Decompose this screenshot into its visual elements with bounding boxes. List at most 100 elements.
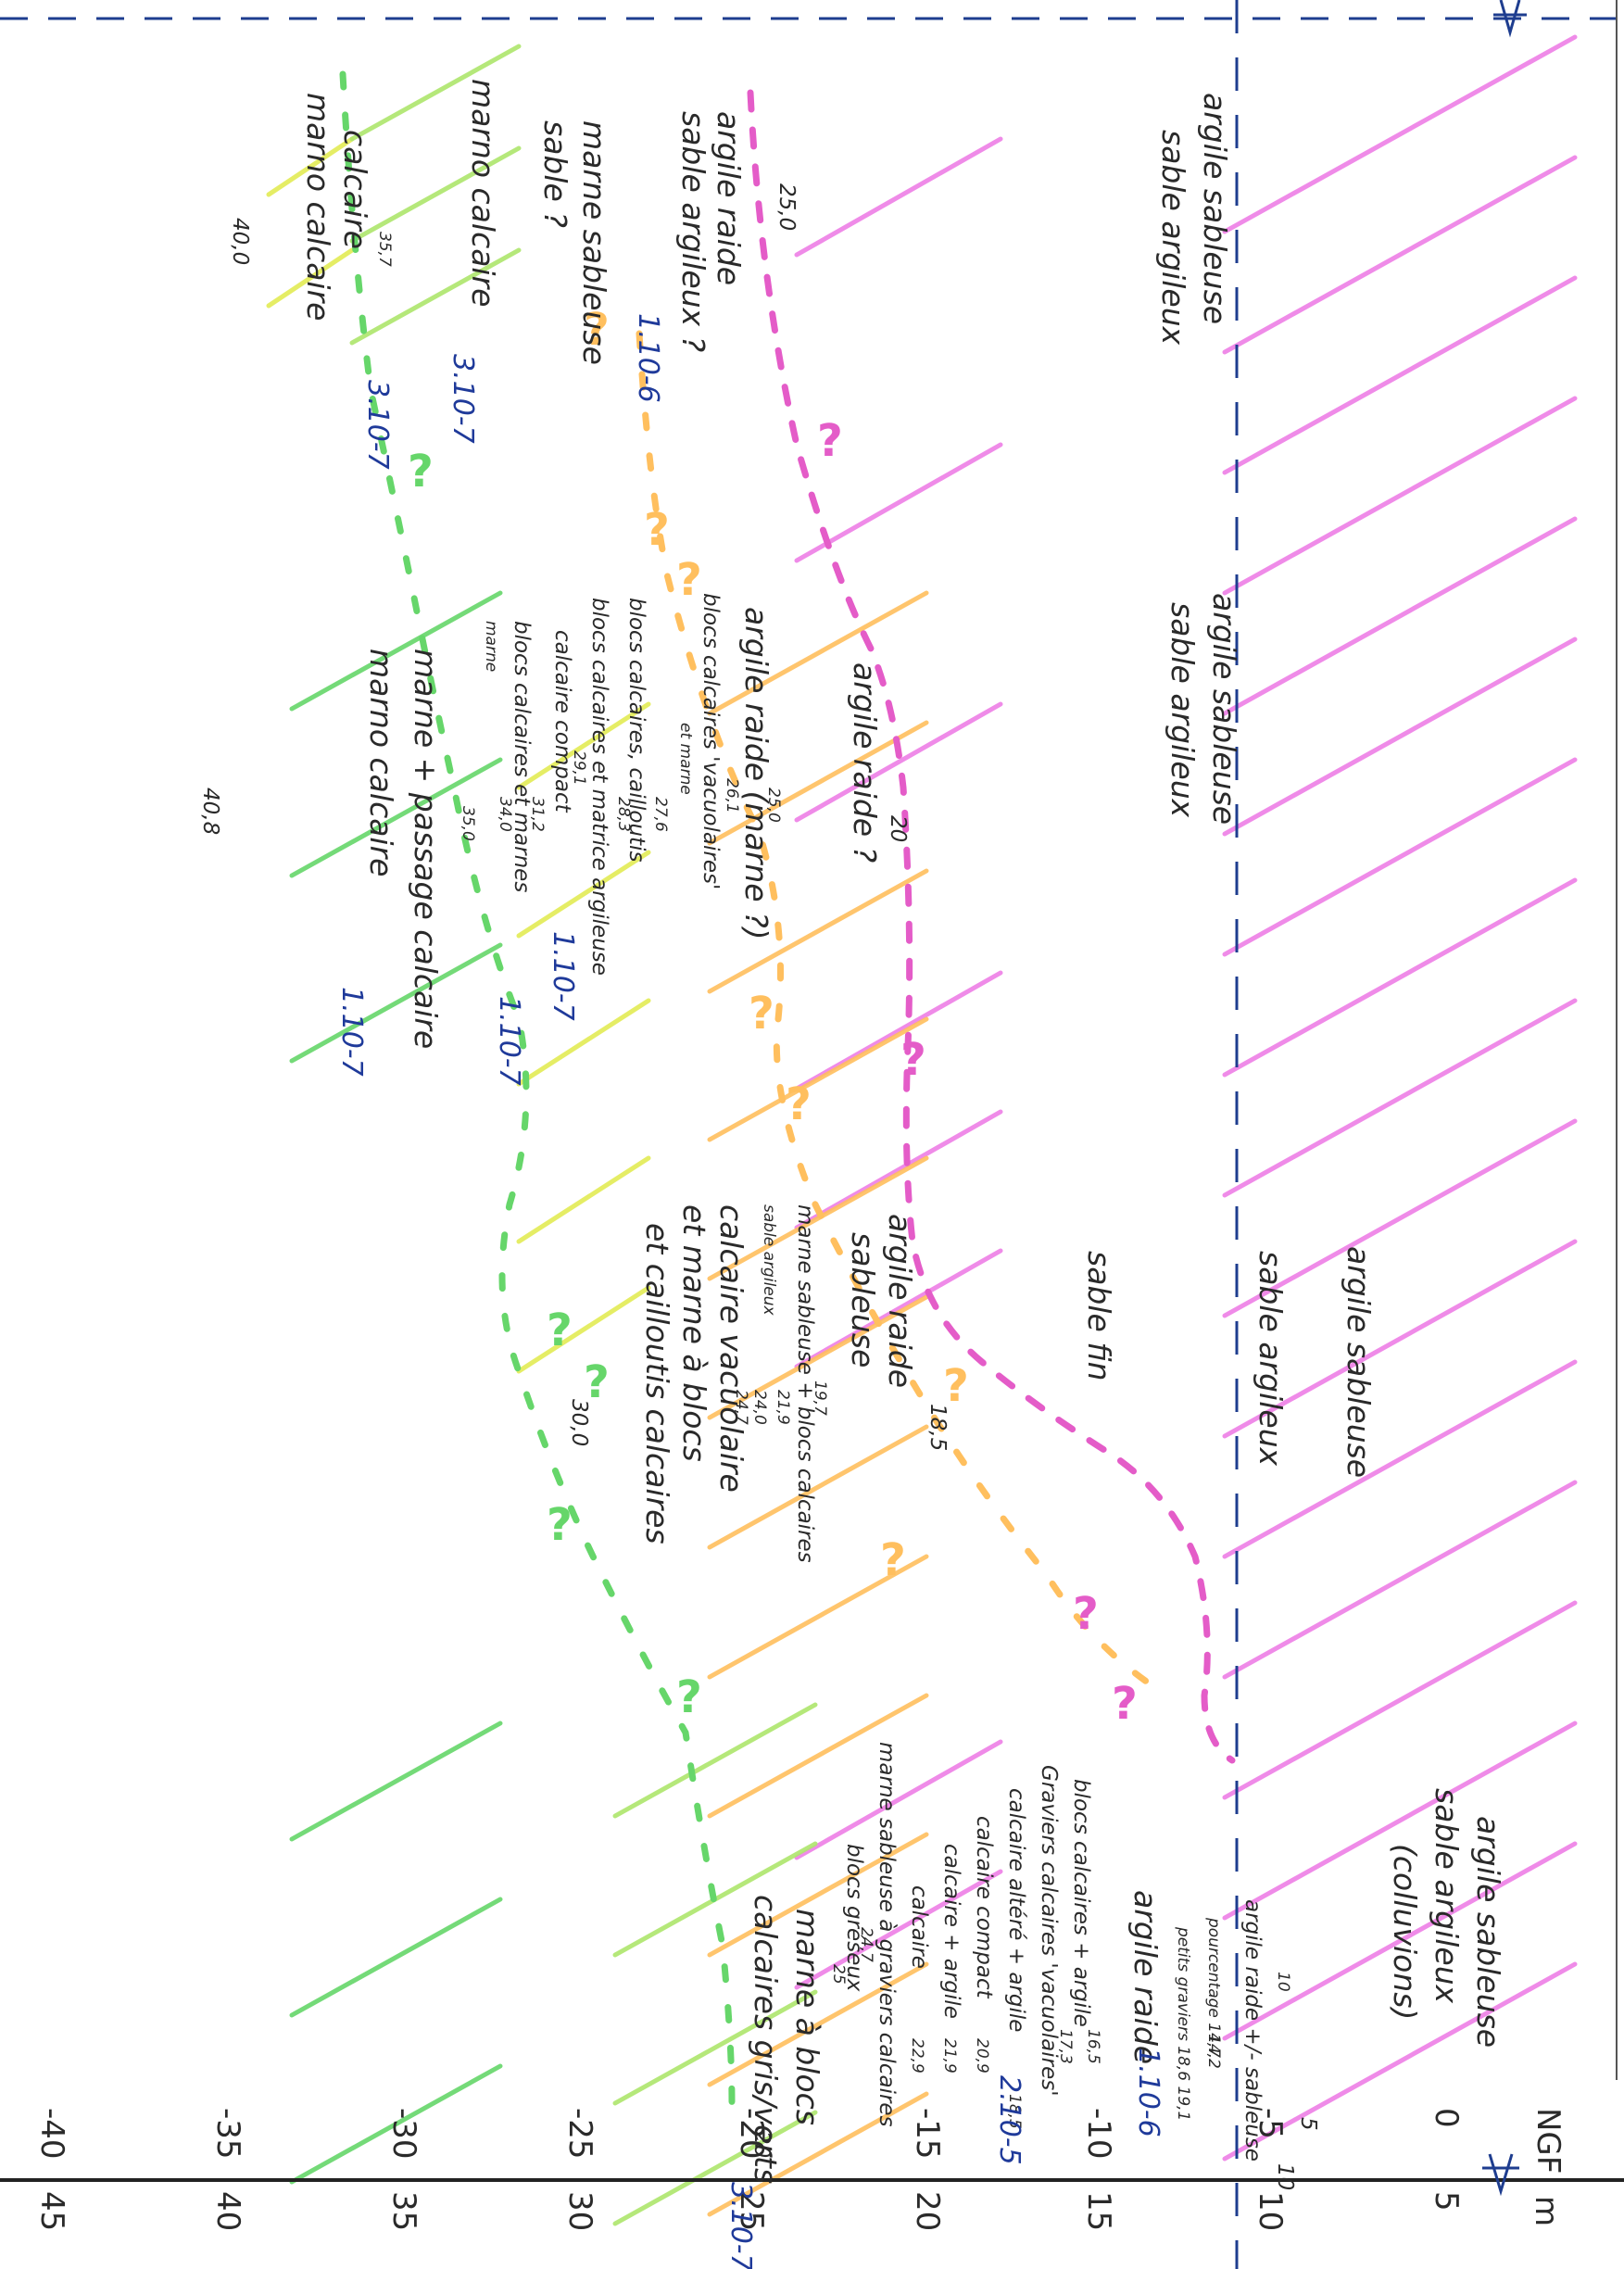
col1-top-small: 10 — [1274, 1972, 1292, 1992]
col1-label-0: argile sableuse — [1470, 1816, 1506, 2048]
col1-line-9: calcaire — [907, 1885, 931, 1969]
hatch-stroke — [349, 247, 522, 346]
col2-depth-top: 18,5 — [925, 1404, 950, 1451]
ngf-tick-label: -20 — [733, 2108, 770, 2160]
hatch-stroke — [707, 1294, 929, 1420]
col1-value-0: 5 — [1296, 2117, 1320, 2131]
hatch-stroke — [516, 1155, 651, 1244]
question-mark: ? — [547, 1305, 573, 1356]
col4-label-6: marno calcaire — [465, 79, 501, 307]
hatch-stroke — [1222, 1359, 1578, 1559]
col1-line-8: calcaire + argile — [939, 1844, 963, 2019]
col4-label-8: marno calcaire — [300, 93, 336, 321]
hatch-stroke — [1222, 1480, 1578, 1680]
col3-label-1: sable argileux — [1164, 602, 1201, 818]
column-3-annotations: argile sableuse sable argileux argile ra… — [198, 593, 1242, 1086]
column-2-annotations: argile sableuse sable argileux sable fin… — [567, 1204, 1377, 1563]
question-mark: ? — [900, 1034, 926, 1086]
col4-bottom: 40,0 — [228, 218, 252, 265]
col1-line-11: blocs gréseux — [842, 1844, 866, 1992]
hatch-stroke — [707, 1554, 929, 1680]
col4-depth: 25,0 — [774, 183, 799, 231]
question-mark: ? — [817, 415, 843, 467]
col3-line-0: argile raide (marne ?) — [738, 607, 774, 939]
ngf-tick-label: -10 — [1080, 2108, 1117, 2160]
col3-label-0: argile sableuse — [1206, 593, 1242, 825]
col2-line-2: calcaire vacuolaire — [713, 1204, 749, 1493]
question-mark: ? — [408, 446, 434, 498]
col1-line-13: calcaires gris/verts — [748, 1895, 784, 2184]
col1-top-depth: 10 — [1273, 2163, 1297, 2190]
col3-value-2: 27,6 — [651, 797, 670, 832]
question-mark: ? — [644, 504, 670, 556]
hatch-stroke — [1222, 877, 1578, 1078]
col2-value-2: 21,9 — [774, 1390, 792, 1425]
col1-line-2: petits graviers 18,6 19,1 — [1174, 1926, 1192, 2121]
col3-perm-1: 1.10-7 — [493, 996, 525, 1086]
col1-value-3: 17,3 — [1056, 2029, 1075, 2064]
col3-line-3: blocs calcaires, cailloutis — [624, 598, 648, 862]
col4-label-3: sable argileux ? — [675, 111, 711, 352]
col2-line-4: et cailloutis calcaires — [639, 1223, 675, 1544]
question-mark: ? — [1112, 1678, 1138, 1730]
col2-value-0: 19,7 — [811, 1380, 829, 1416]
question-mark: ? — [547, 1499, 573, 1551]
hatch-stroke — [707, 1155, 929, 1281]
hatch-stroke — [612, 1702, 818, 1819]
col4-value-0: 35,7 — [375, 232, 394, 267]
m-tick-label: 15 — [1080, 2191, 1117, 2231]
hatch-stroke — [289, 590, 503, 712]
m-tick-label: 30 — [561, 2191, 598, 2231]
col1-line-12: marne à blocs — [789, 1909, 825, 2125]
m-tick-label: 35 — [385, 2191, 422, 2231]
col2-value-1: 24,0 — [750, 1390, 769, 1425]
col4-perm-1: 3.10-7 — [447, 354, 479, 444]
m-tick-label: 25 — [733, 2191, 770, 2231]
col1-value-8: 24,7 — [857, 1927, 875, 1962]
question-mark: ? — [676, 554, 702, 606]
question-mark: ? — [1073, 1588, 1099, 1640]
col3-perm-0: 1.10-7 — [547, 931, 579, 1021]
ngf-tick-label: -15 — [909, 2108, 946, 2160]
ngf-tick-label: -30 — [385, 2108, 422, 2160]
question-mark: ? — [749, 988, 774, 1040]
layer-hatching — [266, 34, 1578, 2226]
col1-value-9: 25 — [829, 1964, 848, 1985]
hatch-stroke — [794, 136, 1003, 258]
hatch-stroke — [612, 2110, 818, 2226]
col1-perm-1: 2.10-5 — [993, 2075, 1026, 2165]
col1-value-4: 18,5 — [1005, 2094, 1024, 2129]
m-tick-label: 40 — [209, 2191, 246, 2231]
m-tick-label: 10 — [1252, 2191, 1289, 2231]
col4-label-7: calcaire — [337, 130, 373, 249]
col1-line-7: calcaire compact — [972, 1816, 996, 1999]
column-1-annotations: argile sableuse sable argileux (colluvio… — [724, 1742, 1506, 2269]
col1-value-2: 16,5 — [1084, 2029, 1102, 2064]
hatch-stroke — [266, 247, 355, 309]
col1-value-10: 20 — [749, 2131, 774, 2158]
hatch-stroke — [794, 1109, 1003, 1230]
hatch-stroke — [1222, 757, 1578, 957]
question-marks: ? ? ? ? ? ? ? ? ? ? ? ? ? ? ? ? — [408, 304, 1138, 1730]
ngf-tick-label: 0 — [1428, 2108, 1465, 2128]
question-mark: ? — [584, 304, 610, 356]
hatch-stroke — [707, 2091, 929, 2217]
col4-perm-0: 1.10-6 — [632, 313, 664, 403]
hatch-stroke — [1222, 637, 1578, 837]
col1-perm-0: 1.10-6 — [1132, 2048, 1164, 2137]
m-tick-label: 45 — [33, 2191, 70, 2231]
green-boundary — [339, 70, 736, 2107]
col1-value-1: 14,2 — [1204, 2034, 1223, 2069]
hatch-stroke — [1222, 998, 1578, 1198]
col2-label-0: argile sableuse — [1341, 1246, 1377, 1478]
depth-axis: NGF m 05-510-1015-1520-2025-2530-3035-35… — [33, 2108, 1567, 2231]
hatch-stroke — [707, 868, 929, 994]
col4-perm-2: 3.10-7 — [361, 380, 394, 470]
col3-line-6: blocs calcaires et marnes — [510, 621, 534, 892]
boundary-curves — [339, 70, 1236, 2107]
col2-label-2: sable fin — [1081, 1251, 1117, 1381]
col1-line-4: blocs calcaires + argile — [1069, 1779, 1093, 2027]
hatch-stroke — [1222, 1600, 1578, 1800]
hatch-stroke — [289, 1721, 503, 1842]
